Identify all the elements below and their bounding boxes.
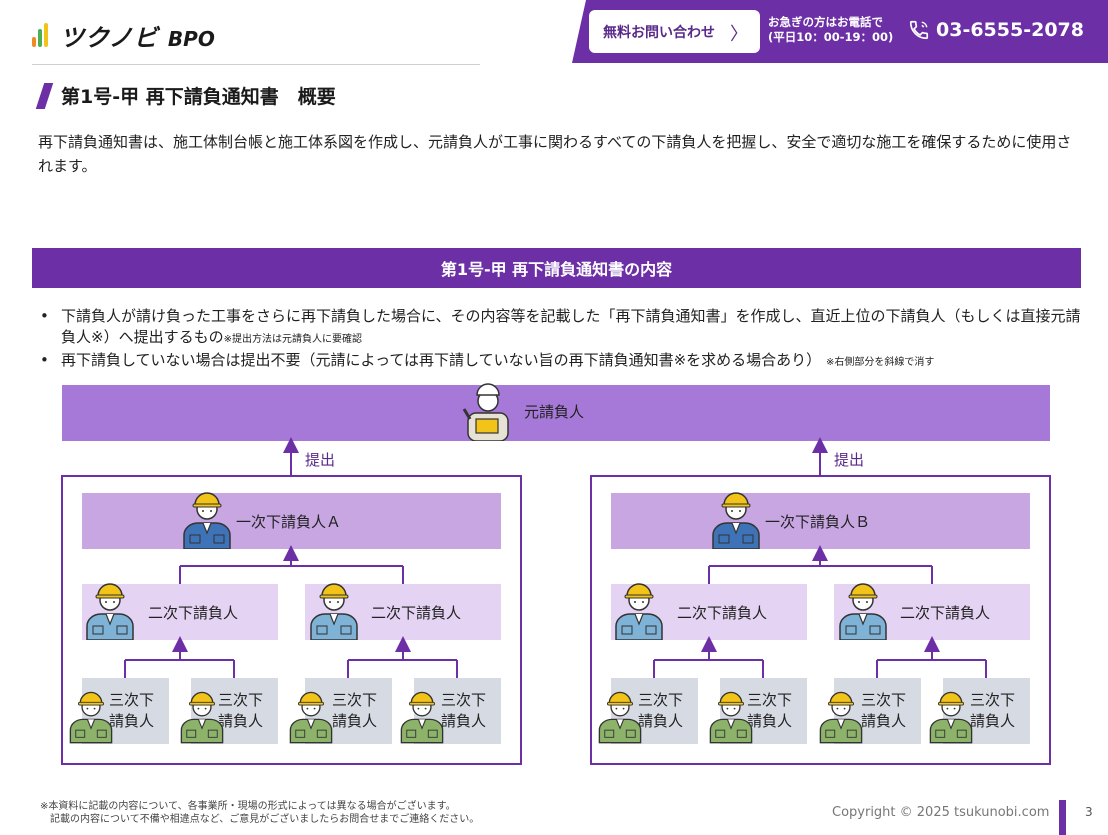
submit-label-a: 提出 — [305, 450, 336, 469]
phone-number: 03-6555-2078 — [936, 19, 1084, 41]
second-tier-label: 二次下請負人 — [371, 603, 462, 622]
group-frame-a — [61, 475, 522, 765]
third-tier-label: 三次下請負人 — [441, 691, 487, 730]
construction-worker-icon — [819, 691, 863, 744]
third-tier-label: 三次下請負人 — [638, 691, 684, 730]
construction-worker-icon — [400, 691, 444, 744]
page-number: 3 — [1085, 805, 1093, 819]
phone-hours-note: お急ぎの方はお電話で (平日10：00-19：00) — [768, 15, 894, 44]
prime-contractor-box — [62, 385, 1050, 441]
intro-paragraph: 再下請負通知書は、施工体制台帳と施工体系図を作成し、元請負人が工事に関わるすべて… — [38, 133, 1072, 175]
page-title: 第1号-甲 再下請負通知書 概要 — [35, 82, 336, 109]
construction-worker-icon — [462, 383, 509, 441]
submit-label-b: 提出 — [834, 450, 865, 469]
bullet-note: ※提出方法は元請負人に要確認 — [223, 334, 362, 345]
bullet-text: 再下請負していない場合は提出不要（元請によっては再下請していない旨の再下請負通知… — [61, 351, 822, 369]
third-tier-label: 三次下請負人 — [109, 691, 155, 730]
bullet-list: • 下請負人が請け負った工事をさらに再下請負した場合に、その内容等を記載した「再… — [40, 306, 1090, 373]
bullet-mark: • — [40, 351, 49, 369]
second-tier-label: 二次下請負人 — [677, 603, 768, 622]
logo-bars-icon — [32, 21, 54, 51]
bullet-text: 下請負人が請け負った工事をさらに再下請負した場合に、その内容等を記載した「再下請… — [61, 307, 1081, 346]
page-title-text: 第1号-甲 再下請負通知書 概要 — [61, 86, 336, 108]
bullet-mark: • — [40, 307, 49, 325]
construction-worker-icon — [86, 583, 134, 640]
construction-worker-icon — [598, 691, 642, 744]
second-tier-label: 二次下請負人 — [148, 603, 239, 622]
construction-worker-icon — [712, 492, 760, 549]
construction-worker-icon — [310, 583, 358, 640]
header-divider — [32, 64, 480, 65]
third-tier-label: 三次下請負人 — [332, 691, 378, 730]
construction-worker-icon — [289, 691, 333, 744]
phone-icon — [909, 20, 929, 40]
first-tier-label-b: 一次下請負人Ｂ — [765, 512, 871, 531]
logo-text: ツクノビ BPO — [60, 24, 215, 52]
footer-note: ※本資料に記載の内容について、各事業所・現場の形式によっては異なる場合がございま… — [40, 801, 480, 825]
construction-worker-icon — [180, 691, 224, 744]
group-frame-b — [590, 475, 1051, 765]
first-tier-label-a: 一次下請負人Ａ — [236, 512, 342, 531]
bullet-note: ※右側部分を斜線で消す — [825, 357, 935, 368]
contact-button[interactable]: 無料お問い合わせ 〉 — [589, 10, 760, 53]
contact-button-label: 無料お問い合わせ — [603, 24, 715, 41]
construction-worker-icon — [929, 691, 973, 744]
bullet-item: • 下請負人が請け負った工事をさらに再下請負した場合に、その内容等を記載した「再… — [40, 306, 1090, 350]
third-tier-label: 三次下請負人 — [861, 691, 907, 730]
logo[interactable]: ツクノビ BPO — [32, 18, 215, 53]
construction-worker-icon — [839, 583, 887, 640]
prime-contractor-label: 元請負人 — [524, 402, 585, 421]
bullet-item: • 再下請負していない場合は提出不要（元請によっては再下請していない旨の再下請負… — [40, 350, 1090, 373]
construction-worker-icon — [69, 691, 113, 744]
third-tier-label: 三次下請負人 — [970, 691, 1016, 730]
section-heading: 第1号-甲 再下請負通知書の内容 — [32, 248, 1081, 288]
page-number-accent — [1059, 800, 1066, 835]
construction-worker-icon — [615, 583, 663, 640]
third-tier-label: 三次下請負人 — [218, 691, 264, 730]
copyright: Copyright © 2025 tsukunobi.com — [832, 805, 1050, 820]
third-tier-label: 三次下請負人 — [747, 691, 793, 730]
chevron-right-icon: 〉 — [730, 24, 748, 45]
phone-link[interactable]: 03-6555-2078 — [908, 19, 1084, 41]
construction-worker-icon — [709, 691, 753, 744]
first-tier-box-a — [82, 493, 501, 549]
second-tier-label: 二次下請負人 — [900, 603, 991, 622]
construction-worker-icon — [183, 492, 231, 549]
first-tier-box-b — [611, 493, 1030, 549]
